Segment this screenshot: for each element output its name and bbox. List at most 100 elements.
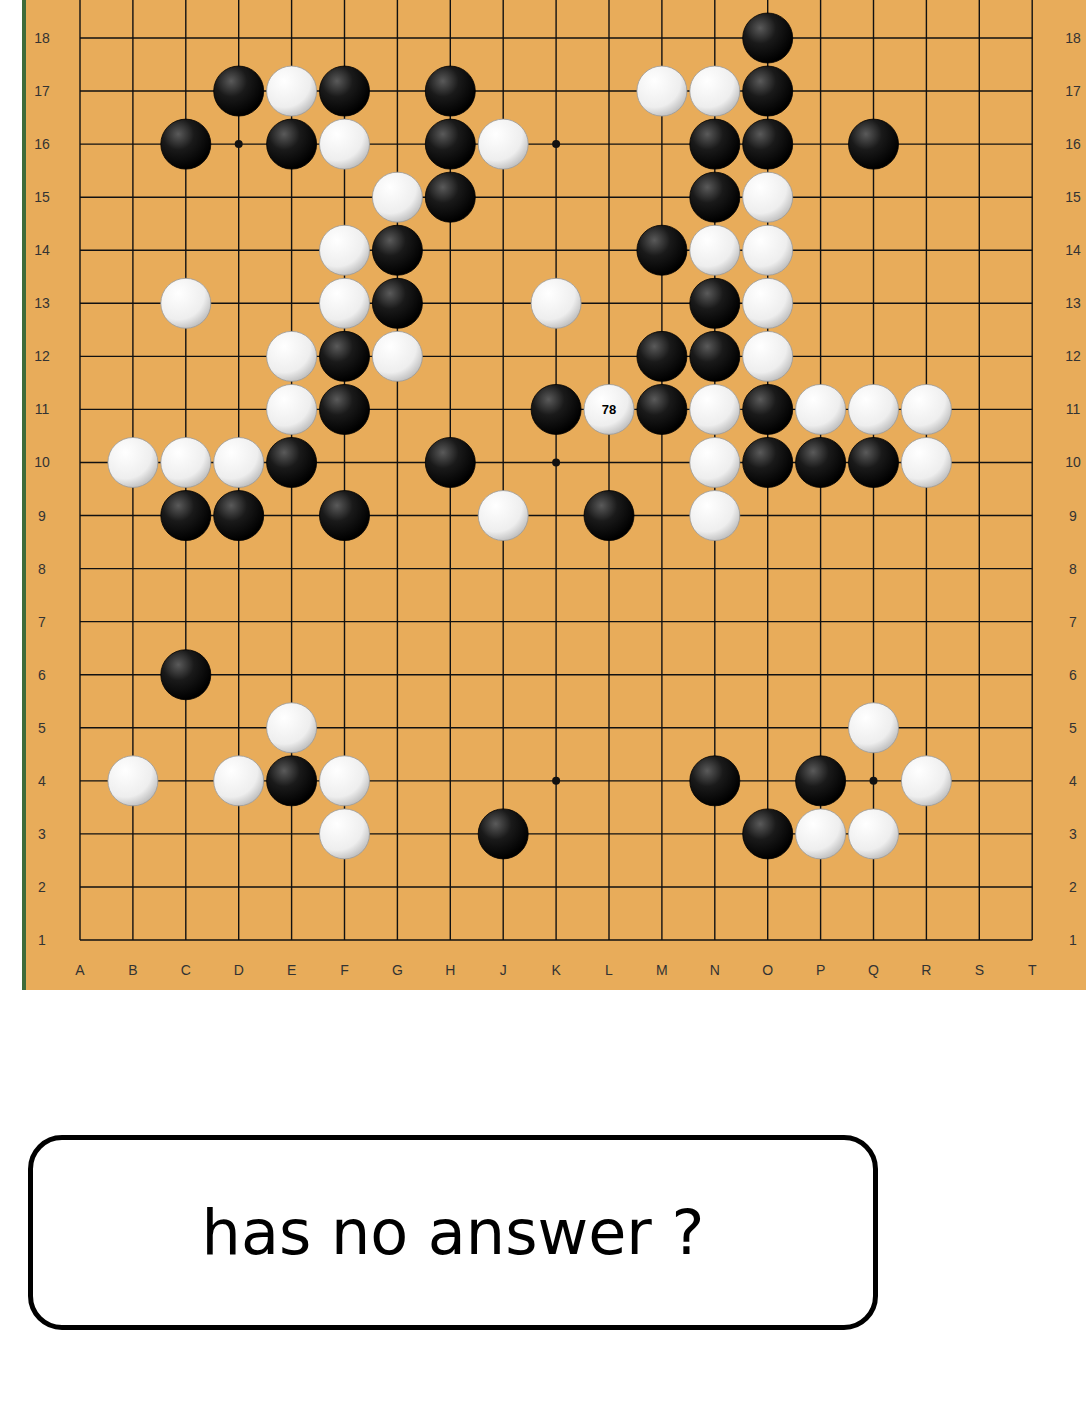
black-stone	[690, 119, 740, 169]
black-stone	[743, 384, 793, 434]
row-number: 2	[1069, 879, 1077, 895]
column-letter: A	[75, 962, 84, 978]
row-number: 2	[38, 879, 46, 895]
black-stone	[267, 119, 317, 169]
black-stone	[690, 756, 740, 806]
white-stone	[214, 437, 264, 487]
black-stone	[743, 437, 793, 487]
star-point	[552, 777, 560, 785]
white-stone	[690, 384, 740, 434]
white-stone	[743, 278, 793, 328]
row-number: 3	[38, 826, 46, 842]
black-stone	[161, 491, 211, 541]
black-stone	[690, 331, 740, 381]
black-stone	[743, 13, 793, 63]
black-stone	[637, 331, 687, 381]
white-stone	[267, 331, 317, 381]
white-stone	[690, 225, 740, 275]
white-stone	[214, 756, 264, 806]
black-stone	[478, 809, 528, 859]
white-stone	[901, 384, 951, 434]
black-stone	[637, 384, 687, 434]
black-stone	[214, 491, 264, 541]
row-number: 10	[1065, 454, 1081, 470]
column-letter: K	[551, 962, 560, 978]
row-number: 15	[34, 189, 50, 205]
column-letter: E	[287, 962, 296, 978]
row-number: 15	[1065, 189, 1081, 205]
white-stone	[901, 756, 951, 806]
grid-line	[661, 0, 662, 940]
column-letter: N	[710, 962, 720, 978]
black-stone	[425, 437, 475, 487]
row-number: 13	[1065, 295, 1081, 311]
black-stone	[796, 437, 846, 487]
column-letter: R	[921, 962, 931, 978]
black-stone	[849, 437, 899, 487]
black-stone	[320, 66, 370, 116]
black-stone	[425, 66, 475, 116]
column-letter: T	[1028, 962, 1037, 978]
white-stone	[320, 225, 370, 275]
row-number: 10	[34, 454, 50, 470]
grid-line	[80, 621, 1032, 622]
white-stone	[901, 437, 951, 487]
row-number: 18	[1065, 30, 1081, 46]
column-letter: S	[975, 962, 984, 978]
column-letter: F	[340, 962, 349, 978]
white-stone	[108, 437, 158, 487]
black-stone	[690, 172, 740, 222]
white-stone	[743, 172, 793, 222]
row-number: 1	[38, 932, 46, 948]
grid-line	[80, 356, 1032, 357]
grid-line	[80, 196, 1032, 197]
grid-line	[979, 0, 980, 940]
black-stone	[637, 225, 687, 275]
black-stone	[531, 384, 581, 434]
grid-line	[80, 37, 1032, 38]
white-stone	[690, 437, 740, 487]
black-stone	[743, 66, 793, 116]
row-number: 17	[1065, 83, 1081, 99]
black-stone	[320, 384, 370, 434]
row-number: 12	[1065, 348, 1081, 364]
grid-line	[80, 568, 1032, 569]
row-number: 16	[34, 136, 50, 152]
black-stone	[849, 119, 899, 169]
row-number: 9	[38, 508, 46, 524]
row-number: 18	[34, 30, 50, 46]
row-number: 3	[1069, 826, 1077, 842]
black-stone	[372, 225, 422, 275]
black-stone	[584, 491, 634, 541]
column-letter: L	[605, 962, 613, 978]
row-number: 12	[34, 348, 50, 364]
row-number: 5	[38, 720, 46, 736]
white-stone	[478, 491, 528, 541]
row-number: 4	[38, 773, 46, 789]
row-number: 6	[38, 667, 46, 683]
row-number: 6	[1069, 667, 1077, 683]
white-stone	[531, 278, 581, 328]
black-stone	[267, 756, 317, 806]
board-edge	[22, 0, 26, 990]
white-stone	[796, 809, 846, 859]
white-stone	[267, 66, 317, 116]
column-letter: H	[445, 962, 455, 978]
white-stone	[690, 66, 740, 116]
grid-line	[79, 0, 80, 940]
row-number: 7	[38, 614, 46, 630]
row-number: 9	[1069, 508, 1077, 524]
column-letter: M	[656, 962, 668, 978]
white-stone	[372, 172, 422, 222]
column-letter: Q	[868, 962, 879, 978]
grid-line	[80, 939, 1032, 940]
white-stone	[267, 703, 317, 753]
white-stone	[637, 66, 687, 116]
white-stone	[372, 331, 422, 381]
black-stone	[425, 172, 475, 222]
column-letter: B	[128, 962, 137, 978]
black-stone	[161, 650, 211, 700]
board-wood	[25, 0, 1086, 990]
row-number: 14	[1065, 242, 1081, 258]
row-number: 14	[34, 242, 50, 258]
